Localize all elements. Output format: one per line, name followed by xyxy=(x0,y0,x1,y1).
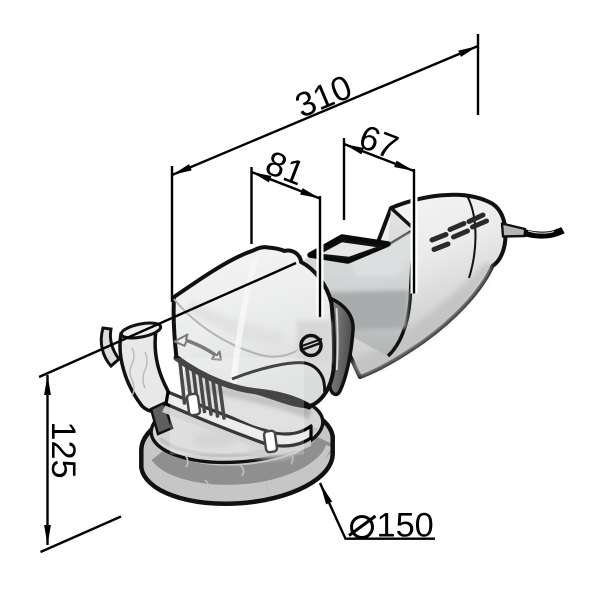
svg-text:150: 150 xyxy=(377,507,434,545)
svg-text:125: 125 xyxy=(44,421,82,478)
